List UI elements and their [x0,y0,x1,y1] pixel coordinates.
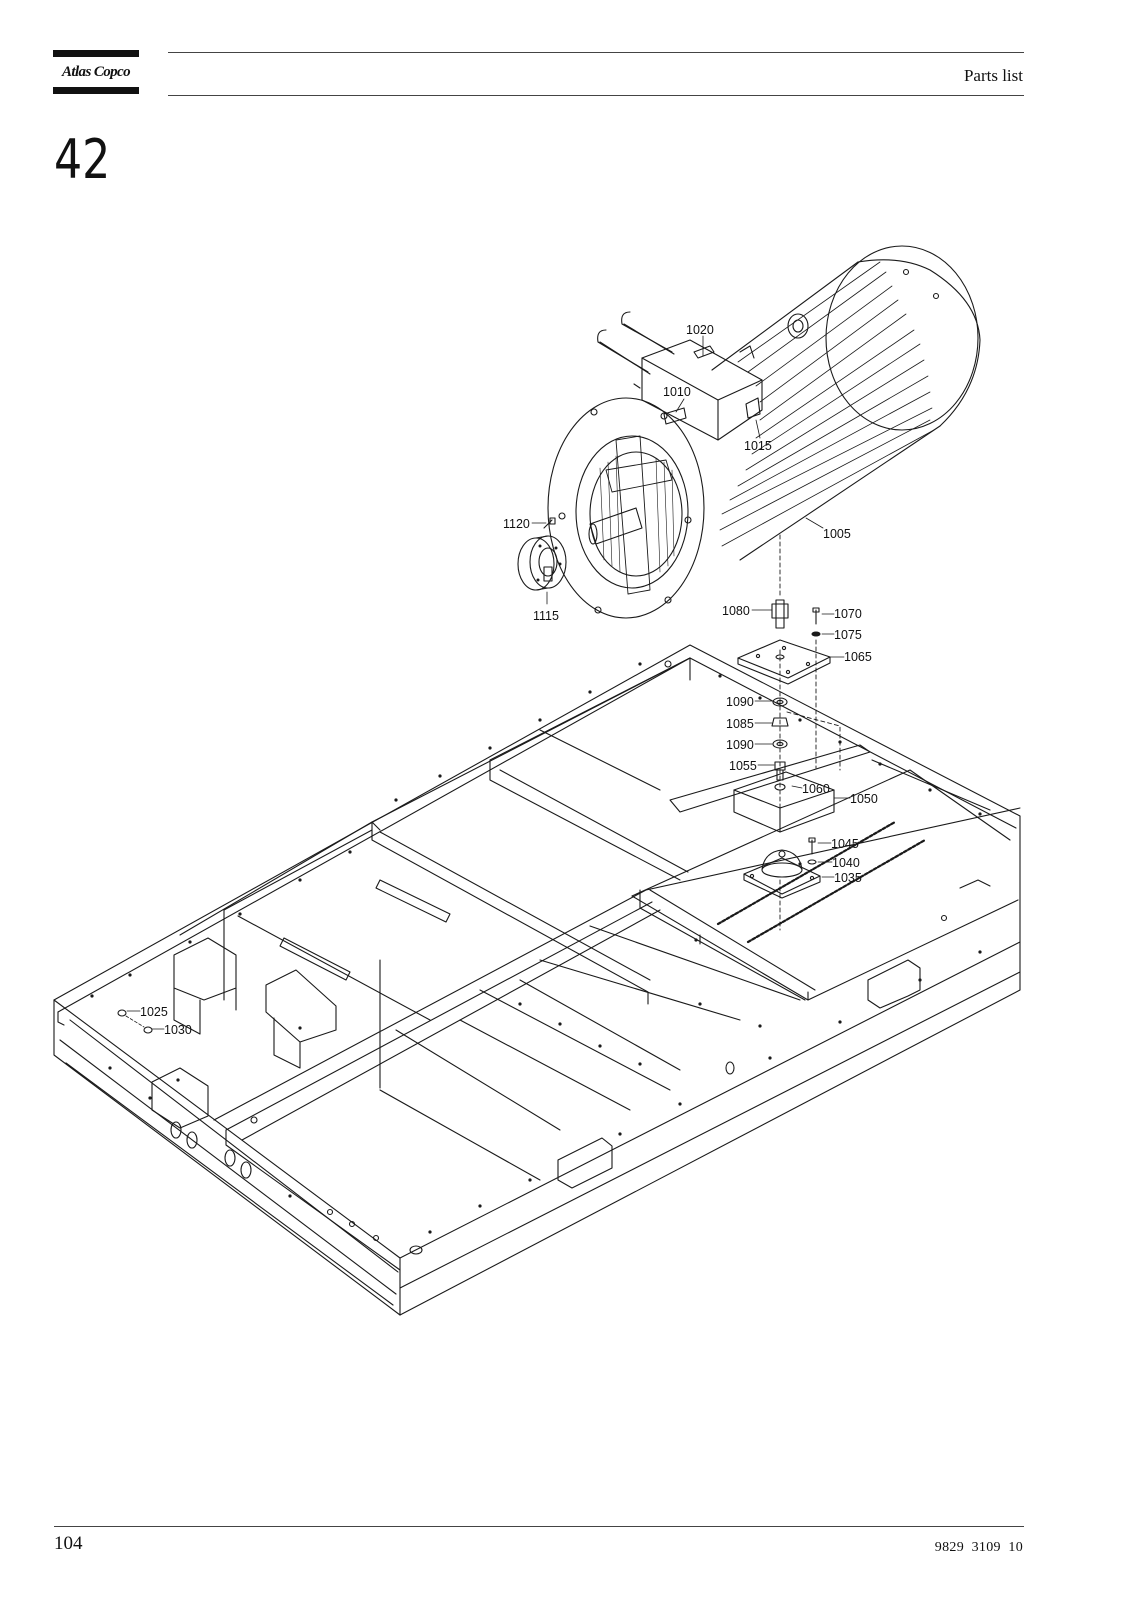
callout-1120: 1120 [503,517,530,531]
electric-motor [547,245,981,619]
page-number: 104 [54,1533,83,1554]
callout-1045: 1045 [831,837,859,851]
section-number: 42 [54,128,111,191]
callout-1075: 1075 [834,628,862,642]
logo-wordmark: Atlas Copco [62,64,131,80]
leader-lines [126,335,851,1030]
header-bottom-rule [168,95,1024,96]
callout-1055: 1055 [729,759,757,773]
callout-1090-lower: 1090 [726,738,754,752]
coupling-screw [543,517,556,529]
callout-1060: 1060 [802,782,830,796]
callout-1010: 1010 [663,385,691,399]
callout-1070: 1070 [834,607,862,621]
callout-1015: 1015 [744,439,772,453]
callout-1025: 1025 [140,1005,168,1019]
callout-labels: 1020 1010 1015 1005 1120 1115 1080 1070 … [140,323,878,1037]
callout-1065: 1065 [844,650,872,664]
logo-top-bar [53,50,139,57]
page-title: Parts list [963,66,1023,85]
callout-1115: 1115 [533,609,559,623]
callout-1035: 1035 [834,871,862,885]
callout-1020: 1020 [686,323,714,337]
document-number: 9829 3109 10 [934,1540,1023,1555]
coupling-hub [517,535,567,591]
callout-1080: 1080 [722,604,750,618]
header-top-rule [168,52,1024,53]
callout-1040: 1040 [832,856,860,870]
footer-rule [54,1526,1024,1527]
callout-1005: 1005 [823,527,851,541]
base-frame [53,644,1021,1316]
callout-1090-upper: 1090 [726,695,754,709]
logo-bottom-bar [53,87,139,94]
mounting-stack [733,534,841,931]
small-fasteners [117,1009,153,1034]
brand-logo: Atlas Copco [53,50,139,94]
callout-1050: 1050 [850,792,878,806]
callout-1085: 1085 [726,717,754,731]
callout-1030: 1030 [164,1023,192,1037]
